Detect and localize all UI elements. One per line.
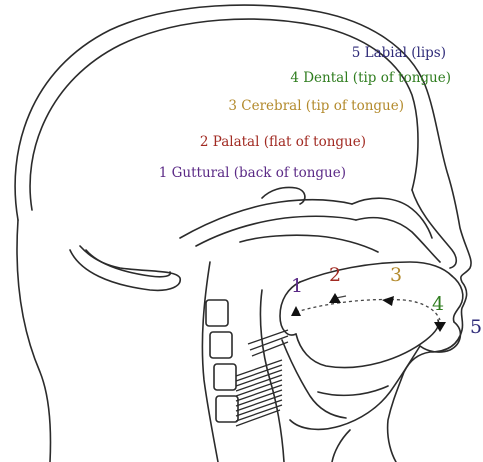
cranial-base-line-2 <box>196 216 356 246</box>
marker-guttural <box>291 306 301 316</box>
label-guttural: 1 Guttural (back of tongue) <box>159 165 346 181</box>
point-number-2: 2 <box>329 264 341 286</box>
legend: 5 Labial (lips) 4 Dental (tip of tongue)… <box>159 45 451 181</box>
neck-front <box>332 430 350 462</box>
vertebra-2 <box>210 332 232 358</box>
tongue-root <box>282 340 346 418</box>
point-number-4: 4 <box>432 293 444 315</box>
point-number-3: 3 <box>390 264 402 286</box>
jaw-inner <box>318 386 388 395</box>
label-palatal: 2 Palatal (flat of tongue) <box>200 134 366 150</box>
label-dental: 4 Dental (tip of tongue) <box>290 70 451 86</box>
point-number-1: 1 <box>291 275 303 297</box>
vertebra-4 <box>216 396 238 422</box>
point-number-5: 5 <box>470 316 482 338</box>
articulation-markers <box>291 293 446 332</box>
nasal-cavity-line <box>356 218 440 262</box>
vertebra-3 <box>214 364 236 390</box>
palate-contact-line <box>296 300 440 321</box>
cranial-base-line-1 <box>180 200 352 238</box>
neck-back <box>17 220 51 462</box>
pharynx-back-wall <box>202 262 218 462</box>
sinus-line <box>240 235 378 252</box>
label-labial: 5 Labial (lips) <box>352 45 446 61</box>
tongue <box>296 320 439 368</box>
hard-palate-upper <box>300 262 452 282</box>
cranial-groove <box>70 246 180 290</box>
cranial-groove-inner <box>86 250 170 277</box>
marker-cerebral <box>382 296 394 306</box>
label-cerebral: 3 Cerebral (tip of tongue) <box>228 98 404 114</box>
vertebra-1 <box>206 300 228 326</box>
